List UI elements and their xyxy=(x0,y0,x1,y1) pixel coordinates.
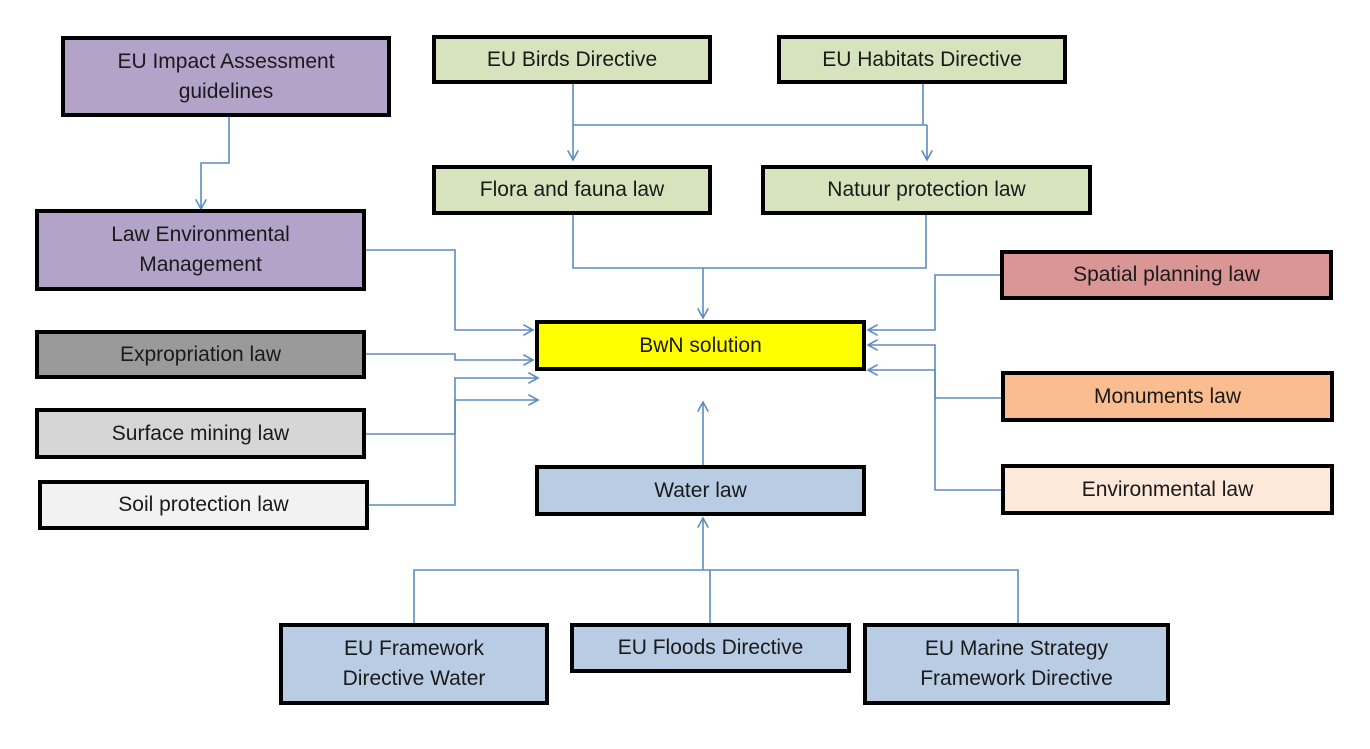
connector-natuur-down xyxy=(703,215,927,269)
connector-bar-to-natuur-arrowhead xyxy=(921,149,933,162)
spatial-planning-law-label: Spatial planning law xyxy=(1073,263,1260,286)
connector-birds-down-arrowhead xyxy=(567,149,579,162)
surface-mining-law-box: Surface mining law xyxy=(35,408,366,459)
eu-framework-directive-water-line1: EU Framework xyxy=(343,637,485,660)
connector-msfd-up xyxy=(703,569,1019,623)
connector-spatial-to-bwn xyxy=(868,274,1000,331)
eu-framework-directive-water-line2: Directive Water xyxy=(342,667,486,690)
flora-fauna-law-label: Flora and fauna law xyxy=(479,178,665,201)
water-law-label: Water law xyxy=(654,478,747,502)
eu-birds-directive-label: EU Birds Directive xyxy=(486,47,658,71)
connector-impact-to-law-env xyxy=(200,117,230,209)
connector-expro-to-bwn-arrowhead xyxy=(522,354,535,366)
eu-marine-strategy-line1: EU Marine Strategy xyxy=(924,637,1109,660)
soil-protection-law-label: Soil protection law xyxy=(118,493,289,516)
eu-marine-strategy-framework-directive-box: EU Marine Strategy Framework Directive xyxy=(863,623,1170,705)
natuur-protection-law-box: Natuur protection law xyxy=(761,165,1092,215)
connector-soil-to-bwn xyxy=(369,399,538,506)
eu-impact-assessment-box: EU Impact Assessment guidelines xyxy=(61,36,391,117)
water-law-box: Water law xyxy=(535,465,866,516)
connector-law-env-to-bwn-arrowhead xyxy=(522,324,535,336)
connector-envlaw-to-bwn xyxy=(868,344,1001,491)
connector-surface-to-bwn xyxy=(366,377,538,435)
eu-framework-directive-water-box: EU Framework Directive Water xyxy=(279,623,549,705)
connector-wfd-up xyxy=(413,569,703,623)
eu-birds-directive-box: EU Birds Directive xyxy=(432,35,712,84)
law-environmental-management-box: Law Environmental Management xyxy=(35,209,366,291)
environmental-law-label: Environmental law xyxy=(1081,477,1254,501)
spatial-planning-law-box: Spatial planning law xyxy=(1000,250,1333,300)
monuments-law-label: Monuments law xyxy=(1093,384,1242,408)
natuur-protection-law-label: Natuur protection law xyxy=(827,178,1026,201)
bwn-solution-box: BwN solution xyxy=(535,320,866,371)
eu-impact-assessment-line1: EU Impact Assessment xyxy=(117,49,335,73)
connector-expro-to-bwn xyxy=(366,353,533,361)
soil-protection-law-box: Soil protection law xyxy=(38,480,369,530)
flora-fauna-law-box: Flora and fauna law xyxy=(432,165,712,215)
law-environmental-management-line1: Law Environmental xyxy=(111,223,290,246)
eu-impact-assessment-line2: guidelines xyxy=(178,79,274,103)
connector-to-water-bottom-arrowhead xyxy=(697,516,709,529)
connector-flora-down xyxy=(572,215,703,269)
connector-water-to-bwn-arrowhead xyxy=(697,400,709,413)
connector-soil-to-bwn-arrowhead xyxy=(527,394,540,406)
eu-habitats-directive-box: EU Habitats Directive xyxy=(777,35,1067,84)
monuments-law-box: Monuments law xyxy=(1001,371,1334,422)
eu-marine-strategy-line2: Framework Directive xyxy=(920,667,1113,690)
expropriation-law-label: Expropriation law xyxy=(119,342,282,366)
connector-law-env-to-bwn xyxy=(366,249,533,331)
surface-mining-law-label: Surface mining law xyxy=(111,421,290,445)
eu-floods-directive-box: EU Floods Directive xyxy=(570,623,851,673)
environmental-law-box: Environmental law xyxy=(1001,464,1334,515)
eu-floods-directive-label: EU Floods Directive xyxy=(617,636,804,659)
eu-habitats-directive-label: EU Habitats Directive xyxy=(822,47,1022,71)
bwn-solution-label: BwN solution xyxy=(639,333,762,357)
connector-surface-to-bwn-arrowhead xyxy=(527,372,540,384)
connector-spatial-to-bwn-arrowhead xyxy=(866,324,879,336)
law-environmental-management-line2: Management xyxy=(139,253,262,276)
expropriation-law-box: Expropriation law xyxy=(35,330,366,379)
connector-to-bwn-top-arrowhead xyxy=(697,307,709,320)
connector-monuments-to-bwn-arrowhead xyxy=(866,364,879,376)
connector-envlaw-to-bwn-arrowhead xyxy=(866,339,879,351)
